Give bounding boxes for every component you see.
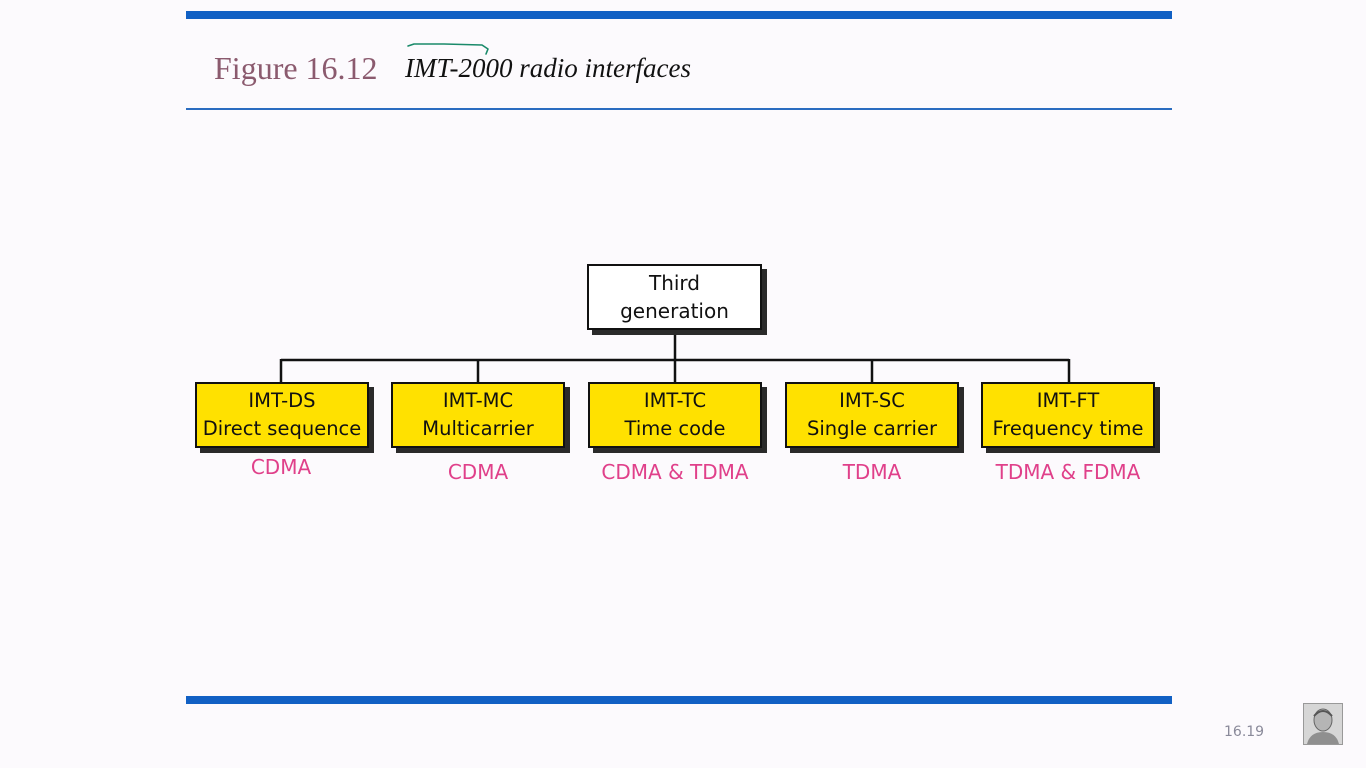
node-desc: Frequency time: [992, 417, 1144, 440]
node-desc: Direct sequence: [202, 417, 362, 440]
node-name: IMT-DS: [248, 389, 316, 412]
node-imt-sc: IMT-SC Single carrier: [785, 382, 959, 448]
node-name: IMT-MC: [442, 389, 514, 412]
node-name: IMT-FT: [1036, 389, 1100, 412]
access-label-imt-mc: CDMA: [447, 460, 509, 484]
figure-caption: IMT-2000 radio interfaces: [405, 53, 691, 83]
title-rule: [186, 108, 1172, 110]
node-name: IMT-TC: [643, 389, 707, 412]
access-label-imt-tc: CDMA & TDMA: [601, 460, 749, 484]
node-desc: Time code: [624, 417, 726, 440]
access-label-imt-sc: TDMA: [842, 460, 902, 484]
root-node-line2: generation: [620, 299, 729, 323]
figure-label: Figure 16.12: [214, 50, 378, 86]
node-name: IMT-SC: [839, 389, 905, 412]
node-desc: Multicarrier: [422, 417, 534, 440]
top-rule: [186, 11, 1172, 19]
person-icon: [1304, 704, 1342, 744]
access-label-imt-ft: TDMA & FDMA: [995, 460, 1141, 484]
page-number: 16.19: [1224, 724, 1265, 740]
pen-annotation-mark: [407, 43, 489, 55]
bottom-rule: [186, 696, 1172, 704]
access-label-imt-ds: CDMA: [250, 455, 312, 479]
node-imt-ds: IMT-DS Direct sequence: [195, 382, 369, 448]
node-imt-tc: IMT-TC Time code: [588, 382, 762, 448]
presenter-avatar: [1303, 703, 1343, 745]
node-imt-mc: IMT-MC Multicarrier: [391, 382, 565, 448]
root-node-third-generation: Third generation: [587, 264, 762, 330]
root-node-line1: Third: [648, 271, 700, 295]
node-imt-ft: IMT-FT Frequency time: [981, 382, 1155, 448]
node-desc: Single carrier: [807, 417, 937, 440]
